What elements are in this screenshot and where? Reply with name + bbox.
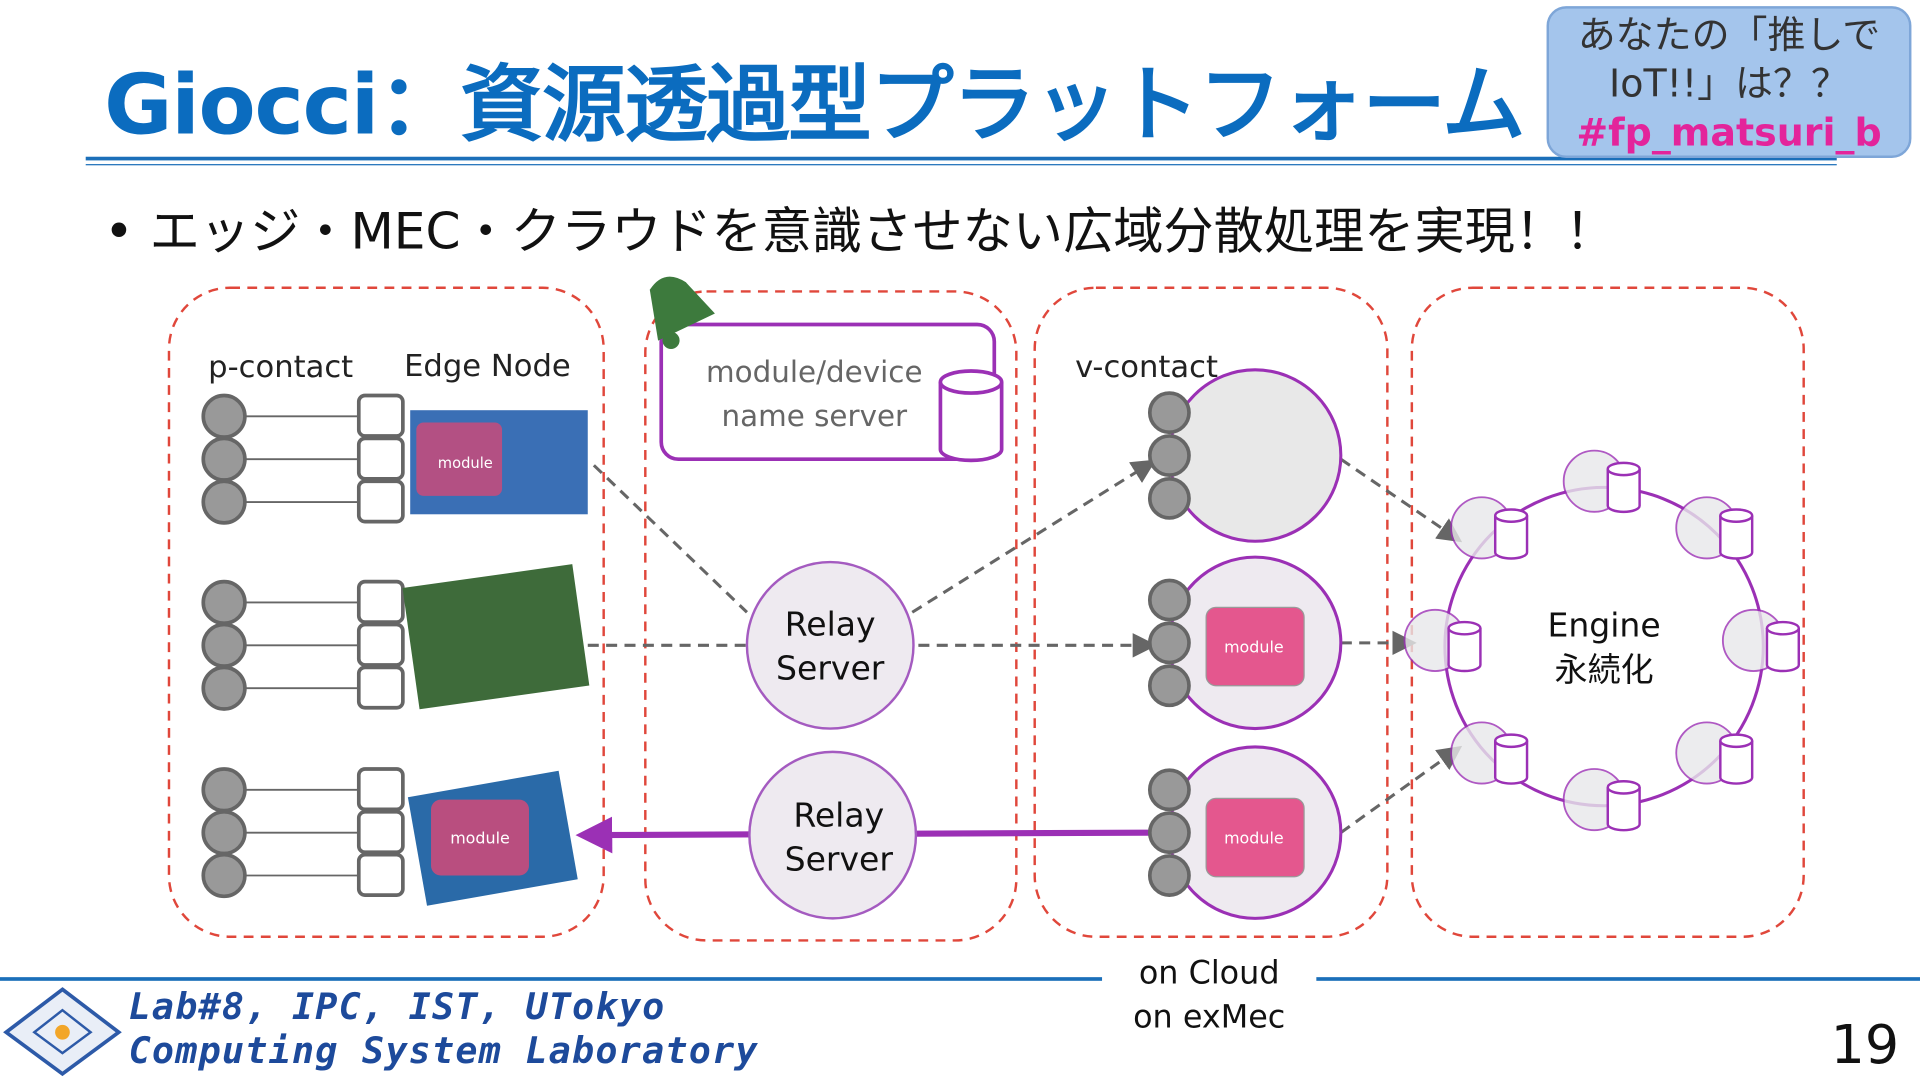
on-exmec-label: on exMec: [1133, 999, 1286, 1036]
p-contact-port: [201, 810, 247, 856]
p-contact-port: [201, 767, 247, 813]
p-contact-port: [201, 852, 247, 899]
v-contact-port: [1147, 664, 1191, 708]
title-divider: [85, 156, 1837, 161]
p-contact-port: [201, 579, 247, 626]
edge-port: [356, 665, 405, 710]
svg-text:Server: Server: [776, 649, 885, 688]
database-icon: [1606, 780, 1641, 832]
lab-line1: Lab#8, IPC, IST, UTokyo: [128, 985, 666, 1029]
p-contact-port: [201, 479, 247, 525]
v-contact-port: [1147, 768, 1191, 812]
database-icon: [1719, 733, 1754, 785]
bullet-text: • エッジ・MEC・クラウドを意識させない広域分散処理を実現！！: [104, 202, 1616, 261]
deployment-caption: on Cloud on exMec: [1102, 951, 1317, 1040]
region-edge: [167, 286, 605, 938]
footer-divider: [0, 977, 1920, 981]
lab-name: Lab#8, IPC, IST, UTokyo Computing System…: [129, 986, 759, 1074]
database-icon: [938, 369, 1004, 463]
name-server-line2: name server: [721, 399, 908, 433]
bell-icon: [649, 276, 715, 349]
hashtag-callout: あなたの「推しで IoT!!」は？？ #fp_matsuri_b: [1546, 6, 1912, 158]
region-relay: [644, 290, 1018, 942]
module-label: module: [438, 455, 493, 472]
v-contact-port: [1147, 621, 1191, 665]
lab-logo-icon: [3, 987, 122, 1077]
v-contact-port: [1147, 391, 1191, 435]
database-icon: [1765, 620, 1801, 673]
p-contact-label: p-contact: [208, 350, 353, 385]
edge-port: [356, 622, 405, 667]
svg-text:Relay: Relay: [793, 796, 884, 835]
on-cloud-label: on Cloud: [1138, 955, 1280, 992]
edge-node-label: Edge Node: [404, 349, 571, 384]
p-contact-port: [201, 622, 247, 668]
v-contact-port: [1147, 434, 1191, 477]
v-contact-node: [1167, 368, 1343, 543]
database-icon: [1606, 461, 1641, 514]
hashtag: #fp_matsuri_b: [1576, 111, 1882, 156]
p-contact-port: [201, 393, 247, 439]
svg-text:Server: Server: [785, 840, 894, 879]
database-icon: [1447, 620, 1482, 673]
v-contact-label: v-contact: [1075, 350, 1218, 385]
edge-port: [356, 767, 405, 812]
name-server-line1: module/device: [706, 355, 922, 389]
relay-server-2: [748, 750, 918, 920]
lab-line2: Computing System Laboratory: [128, 1029, 759, 1073]
database-icon: [1719, 508, 1754, 560]
region-engine: [1410, 286, 1805, 938]
v-contact-port: [1147, 811, 1191, 855]
p-contact-port: [201, 436, 247, 482]
engine-label: Engine: [1547, 606, 1660, 645]
v-contact-port: [1147, 578, 1191, 622]
edge-port: [356, 436, 405, 481]
relay-server-1: [745, 560, 915, 730]
region-vcontact: [1033, 286, 1389, 938]
hashtag-line2: IoT!!」は？？: [1609, 62, 1849, 107]
v-contact-port: [1147, 476, 1191, 520]
svg-text:module: module: [1224, 638, 1284, 657]
database-icon: [1493, 733, 1529, 785]
page-number: 19: [1830, 1013, 1900, 1077]
page-title: Giocci：資源透過型プラットフォーム: [104, 57, 1525, 155]
edge-port: [356, 393, 405, 438]
module-box: [1205, 606, 1305, 687]
svg-text:module: module: [1224, 829, 1284, 848]
hashtag-line1: あなたの「推しで: [1577, 13, 1881, 58]
svg-text:Relay: Relay: [785, 605, 876, 644]
edge-port: [356, 579, 405, 624]
board-device-image: [402, 564, 590, 710]
v-contact-port: [1147, 854, 1191, 897]
module-label: module: [450, 829, 510, 848]
edge-port: [356, 479, 405, 524]
persistence-label: 永続化: [1555, 650, 1654, 689]
p-contact-port: [201, 665, 247, 711]
database-icon: [1493, 508, 1529, 560]
edge-port: [356, 852, 405, 897]
module-box: [1205, 797, 1305, 878]
title-divider-thin: [85, 164, 1837, 166]
edge-port: [356, 810, 405, 855]
